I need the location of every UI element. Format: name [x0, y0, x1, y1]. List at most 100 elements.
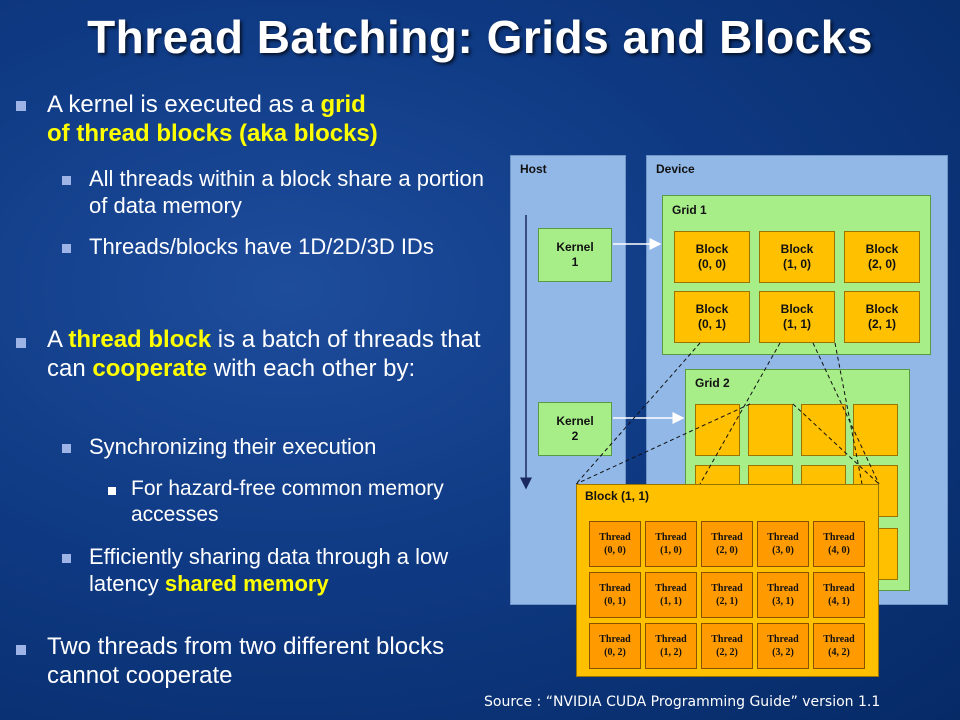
bullet-marker-icon [16, 338, 26, 348]
grid-1-label: Grid 1 [672, 203, 707, 217]
host-label: Host [520, 162, 547, 176]
thread-3-0: Thread (3, 0) [757, 521, 809, 567]
thread-label: Thread [655, 532, 687, 543]
block-index: (0, 0) [697, 257, 726, 271]
thread-2-1: Thread(2, 1) [701, 572, 753, 618]
grid1-block-0-1: Block(0, 1) [674, 291, 750, 343]
grid1-block-2-1: Block(2, 1) [844, 291, 920, 343]
thread-index: (1, 2) [660, 647, 682, 658]
sub-bullet-share-memory: All threads within a block share a porti… [89, 166, 484, 218]
thread-label: Thread [767, 583, 799, 594]
sub-bullet-marker-icon [62, 176, 71, 185]
thread-4-0: Thread (4, 0) [813, 521, 865, 567]
thread-label: Thread [655, 634, 687, 645]
slide-title: Thread Batching: Grids and Blocks [87, 11, 873, 63]
grid2-block [748, 404, 793, 456]
block-label: Block [780, 302, 814, 316]
thread-index: (3, 0) [772, 545, 794, 556]
sub-bullet-shared-memory: Efficiently sharing data through a low l… [89, 543, 504, 597]
thread-label: Thread [823, 583, 855, 594]
bullet-kernel-grid: A kernel is executed as a grid of thread… [47, 90, 507, 148]
highlight-shared-memory: shared memory [164, 571, 329, 596]
zoom-line [792, 403, 880, 485]
bullet-text: Efficiently sharing data through a low l… [89, 544, 449, 596]
sub-sub-bullet-marker-icon [108, 487, 116, 495]
kernel-label: Kernel [556, 414, 594, 428]
thread-1-1: Thread (1, 1) [645, 572, 697, 618]
bullet-thread-block: A thread block is a batch of threads tha… [47, 325, 507, 383]
grid2-block [695, 404, 740, 456]
thread-label: Thread [711, 583, 743, 594]
zoom-line [812, 342, 880, 485]
kernel-1-box: Kernel 1 [538, 228, 612, 282]
thread-2-0: Thread(2, 0) [701, 521, 753, 567]
thread-label: Thread [599, 583, 631, 594]
thread-index: (0, 2) [604, 647, 626, 658]
block-index: (2, 1) [867, 317, 896, 331]
block-label: Block [865, 302, 899, 316]
grid1-block-1-0: Block(1, 0) [759, 231, 835, 283]
thread-label: Thread [767, 532, 799, 543]
thread-index: (0, 0) [604, 545, 626, 556]
block-label: Block [695, 302, 729, 316]
thread-label: Thread [599, 532, 631, 543]
zoomed-block-label: Block (1, 1) [585, 489, 650, 503]
bullet-text: is a batch of threads that can [47, 326, 481, 382]
bullet-no-cooperation: Two threads from two different blocks ca… [47, 633, 445, 689]
bullet-marker-icon [16, 645, 26, 655]
thread-index: (4, 2) [828, 647, 850, 658]
thread-0-0: Thread (0, 0) [589, 521, 641, 567]
bullet-text: A kernel is executed as a [47, 91, 321, 118]
sub-bullet-synchronizing: Synchronizing their execution [89, 434, 377, 459]
thread-index: (1, 0) [660, 545, 682, 556]
thread-index: (4, 0) [828, 545, 850, 556]
kernel-number: 2 [571, 429, 579, 443]
thread-label: Thread [767, 634, 799, 645]
sub-bullet-marker-icon [62, 444, 71, 453]
block-label: Block [865, 242, 899, 256]
thread-3-2: Thread (3, 2) [757, 623, 809, 669]
bullet-marker-icon [16, 101, 26, 111]
highlight-cooperate: cooperate [92, 355, 208, 382]
kernel-label: Kernel [556, 240, 594, 254]
thread-1-2: Thread (1, 2) [645, 623, 697, 669]
thread-label: Thread [823, 532, 855, 543]
block-index: (1, 1) [782, 317, 811, 331]
block-index: (2, 0) [867, 257, 896, 271]
highlight-thread-block: thread block [68, 326, 212, 353]
thread-label: Thread [655, 583, 687, 594]
highlight-grid: grid [320, 91, 366, 118]
thread-3-1: Thread (3, 1) [757, 572, 809, 618]
grid1-block-0-0: Block(0, 0) [674, 231, 750, 283]
grid2-block [853, 404, 898, 456]
zoom-line [575, 403, 751, 485]
block-index: (1, 0) [782, 257, 811, 271]
grid1-block-1-1: Block(1, 1) [759, 291, 835, 343]
thread-2-2: Thread(2, 2) [701, 623, 753, 669]
sub-bullet-marker-icon [62, 554, 71, 563]
zoom-line [699, 342, 781, 485]
thread-index: (3, 2) [772, 647, 794, 658]
thread-0-2: Thread(0, 2) [589, 623, 641, 669]
thread-index: (1, 1) [660, 596, 682, 607]
thread-label: Thread [711, 532, 743, 543]
kernel-number: 1 [571, 255, 579, 269]
grid1-block-2-0: Block(2, 0) [844, 231, 920, 283]
source-citation: Source : “NVIDIA CUDA Programming Guide”… [484, 694, 881, 710]
block-label: Block [695, 242, 729, 256]
thread-label: Thread [711, 634, 743, 645]
thread-label: Thread [823, 634, 855, 645]
sub-sub-bullet-hazard-free: For hazard-free common memory accesses [131, 477, 444, 526]
thread-4-1: Thread (4, 1) [813, 572, 865, 618]
device-label: Device [656, 162, 695, 176]
block-label: Block [780, 242, 814, 256]
highlight-thread-blocks: of thread blocks (aka blocks) [47, 120, 378, 147]
thread-index: (4, 1) [828, 596, 850, 607]
thread-0-1: Thread(0, 1) [589, 572, 641, 618]
zoom-line [834, 342, 863, 485]
thread-index: (3, 1) [772, 596, 794, 607]
grid2-block [801, 404, 846, 456]
sub-bullet-marker-icon [62, 244, 71, 253]
bullet-text: with each other by: [207, 355, 416, 382]
